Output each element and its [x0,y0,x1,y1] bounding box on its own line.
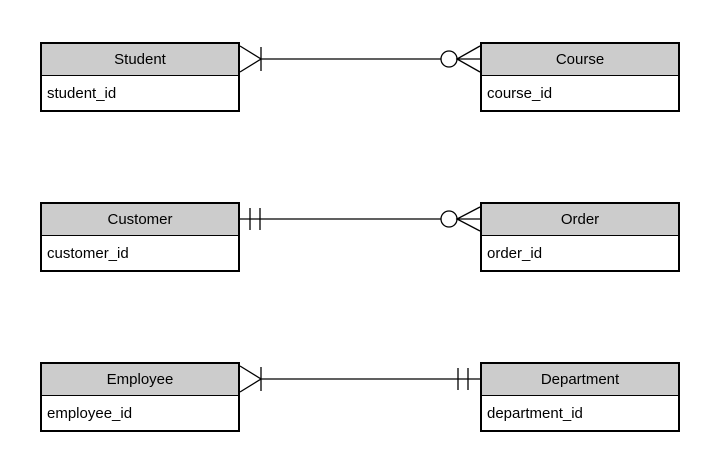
entity-student: Student student_id [40,42,240,112]
entity-employee: Employee employee_id [40,362,240,432]
entity-order-title: Order [482,204,678,236]
entity-course: Course course_id [480,42,680,112]
entity-department-title: Department [482,364,678,396]
entity-employee-attribute: employee_id [42,396,238,430]
cardinality-zero-circle-icon [440,210,458,228]
entity-order-attribute: order_id [482,236,678,270]
crow-foot-many-icon [455,206,481,232]
cardinality-zero-circle-icon [440,50,458,68]
entity-student-title: Student [42,44,238,76]
connector-employee-department [239,365,480,393]
entity-course-attribute: course_id [482,76,678,110]
entity-customer-title: Customer [42,204,238,236]
entity-department-attribute: department_id [482,396,678,430]
connector-student-course [239,45,481,73]
entity-department: Department department_id [480,362,680,432]
entity-employee-title: Employee [42,364,238,396]
entity-student-attribute: student_id [42,76,238,110]
crow-foot-many-icon [455,45,481,73]
entity-customer: Customer customer_id [40,202,240,272]
crow-foot-many-icon [239,365,263,393]
connector-customer-order [240,206,481,232]
entity-order: Order order_id [480,202,680,272]
entity-course-title: Course [482,44,678,76]
entity-customer-attribute: customer_id [42,236,238,270]
crow-foot-many-icon [239,45,263,73]
